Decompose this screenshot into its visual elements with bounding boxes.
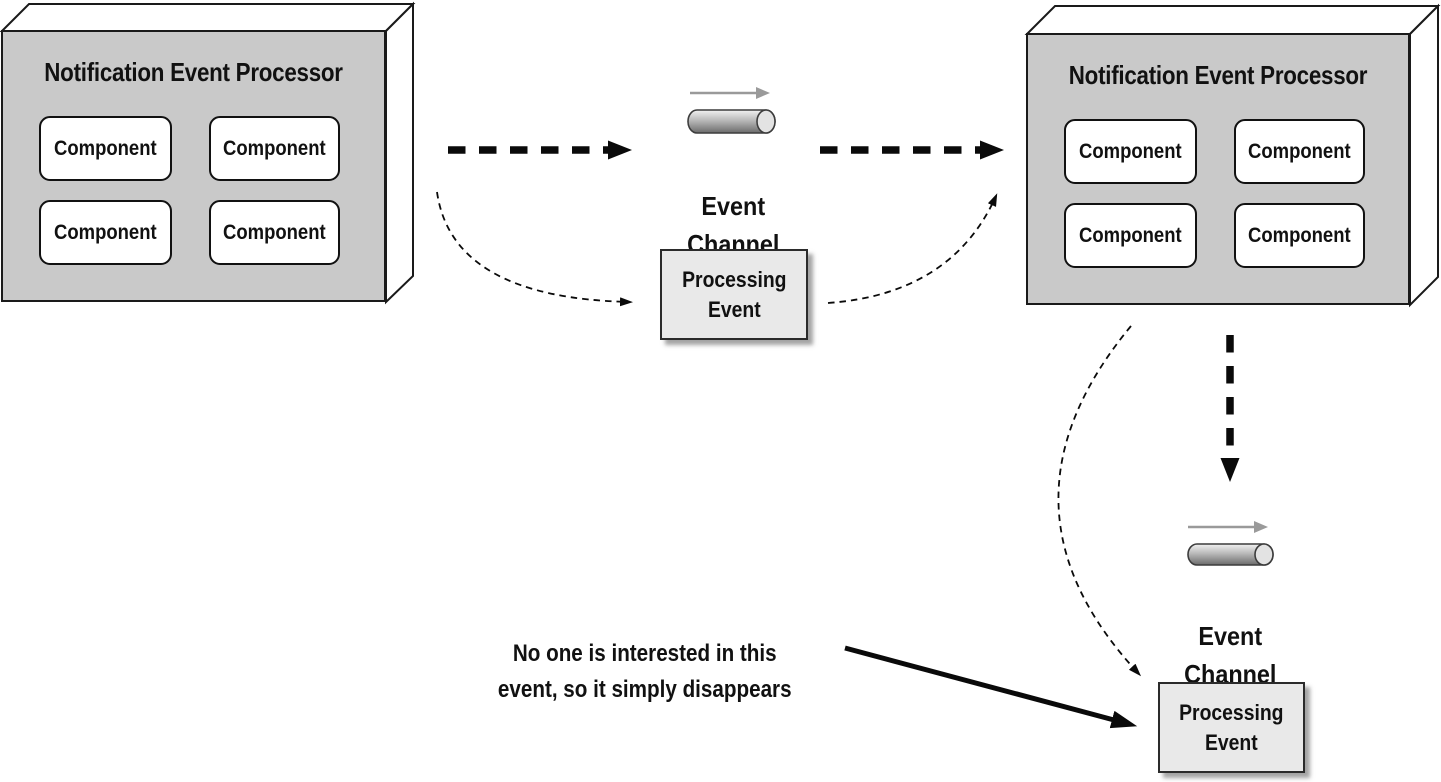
component-label: Component [54,220,157,244]
pipe-end-cap [756,109,776,134]
annotation-arrow [844,645,1138,729]
processor-title: Notification Event Processor [1068,60,1368,90]
bottom-event-channel-group [1187,521,1274,566]
mid-event-channel-group [687,87,776,134]
processing-event-label: Processing Event [681,266,787,322]
event-channel-pipe-icon [687,109,776,134]
right-processor-side-face [1409,3,1439,308]
pipe-end-cap [1254,543,1274,566]
component-grid: Component Component Component Component [1064,119,1365,268]
bottom-processing-event-box: Processing Event [1158,682,1305,773]
processing-curve-event-to-right [827,193,998,304]
processor-title: Notification Event Processor [44,57,343,87]
mid-processing-event-box: Processing Event [660,249,808,340]
component-box: Component [1234,119,1365,184]
notification-event-processor-left: Notification Event Processor Component C… [1,30,386,302]
left-processor-top-face [0,3,416,32]
processing-curve-right-to-event [1057,325,1142,677]
component-box: Component [1064,119,1197,184]
processing-curve-left-to-event [436,191,633,307]
annotation-text: No one is interested in this event, so i… [498,640,792,703]
component-box: Component [39,200,172,265]
component-box: Component [39,116,172,181]
component-box: Component [209,200,340,265]
component-label: Component [1079,139,1182,163]
component-grid: Component Component Component Component [39,116,340,265]
component-box: Component [1234,203,1365,268]
event-channel-pipe-icon [1187,543,1274,566]
notification-event-processor-right: Notification Event Processor Component C… [1026,33,1410,305]
component-label: Component [1248,139,1351,163]
component-box: Component [209,116,340,181]
processing-event-label: Processing Event [1179,699,1284,755]
bottom-event-channel-label: Event Channel [1183,621,1277,689]
component-label: Component [223,220,326,244]
right-processor-top-face [1024,5,1441,35]
component-label: Component [1079,223,1182,247]
component-box: Component [1064,203,1197,268]
left-processor-side-face [385,1,414,305]
component-label: Component [54,136,157,160]
component-label: Component [1248,223,1351,247]
component-label: Component [223,136,326,160]
mid-event-channel-label: Event Channel [686,191,780,259]
